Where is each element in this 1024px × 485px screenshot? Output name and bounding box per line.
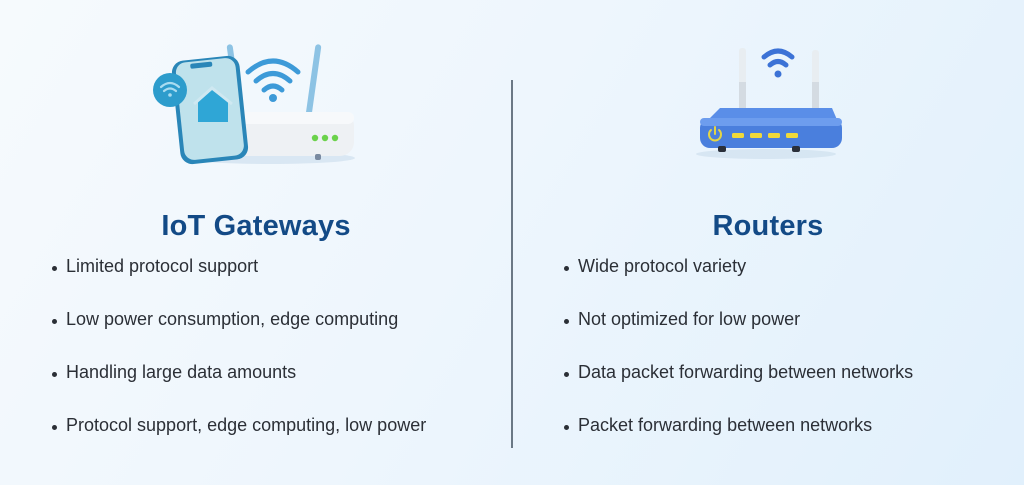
column-divider: [511, 80, 513, 448]
routers-title: Routers: [712, 210, 824, 243]
list-item: Low power consumption, edge computing: [52, 309, 426, 362]
list-item: Protocol support, edge computing, low po…: [52, 415, 426, 468]
routers-column: Routers Wide protocol variety Not optimi…: [512, 0, 1024, 485]
list-item: Wide protocol variety: [564, 256, 913, 309]
bullet-icon: [52, 319, 57, 324]
routers-list: Wide protocol variety Not optimized for …: [564, 256, 913, 468]
bullet-icon: [564, 372, 569, 377]
bullet-icon: [52, 372, 57, 377]
bullet-icon: [52, 425, 57, 430]
power-icon: [708, 126, 722, 142]
list-item: Data packet forwarding between networks: [564, 362, 913, 415]
list-item: Packet forwarding between networks: [564, 415, 913, 468]
list-item: Not optimized for low power: [564, 309, 913, 362]
iot-gateway-illustration: [150, 40, 360, 165]
list-item: Handling large data amounts: [52, 362, 426, 415]
list-item: Limited protocol support: [52, 256, 426, 309]
bullet-icon: [564, 266, 569, 271]
router-illustration: [684, 42, 844, 162]
bullet-icon: [564, 319, 569, 324]
iot-gateways-column: IoT Gateways Limited protocol support Lo…: [52, 40, 426, 468]
wifi-icon: [245, 58, 301, 93]
iot-gateways-list: Limited protocol support Low power consu…: [52, 256, 426, 468]
iot-gateways-title: IoT Gateways: [161, 210, 351, 243]
wifi-icon: [761, 48, 795, 68]
bullet-icon: [564, 425, 569, 430]
bullet-icon: [52, 266, 57, 271]
